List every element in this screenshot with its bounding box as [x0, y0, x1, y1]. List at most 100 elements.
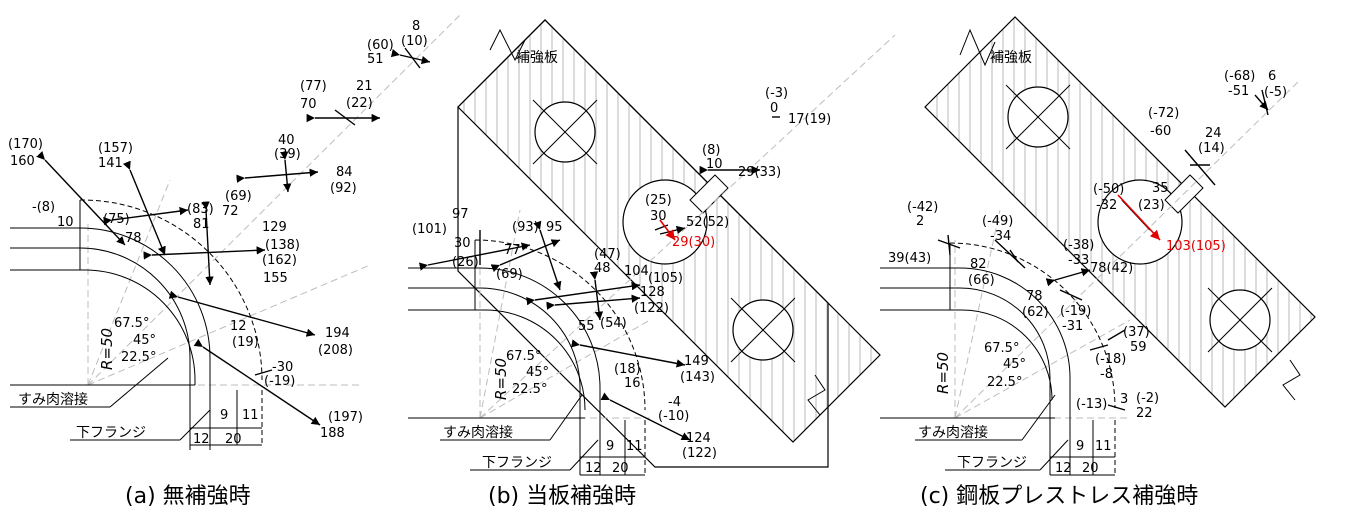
a-label-36: 188	[320, 426, 345, 441]
c-label-23: 78(42)	[1090, 261, 1133, 276]
dim-9: 9	[220, 408, 228, 423]
b-label-1: (-3)	[765, 86, 788, 101]
b-label-3: 17(19)	[788, 112, 831, 127]
c-label-1: (-68)	[1224, 69, 1255, 84]
angle-22-label: 22.5°	[121, 350, 156, 365]
a-label-28: 155	[263, 271, 288, 286]
c-label-21: (-38)	[1063, 238, 1094, 253]
b-label-31: -4	[668, 395, 681, 410]
b-label-4: (8)	[702, 143, 720, 158]
b-label-34: (122)	[682, 446, 717, 461]
b-label-33: 124	[686, 431, 711, 446]
c-label-13: 103(105)	[1166, 239, 1226, 254]
radial-guides-c	[954, 79, 1301, 419]
c-dim-11: 11	[1095, 439, 1112, 454]
a-label-12: (92)	[330, 181, 357, 196]
c-label-27: -31	[1062, 319, 1083, 334]
a-label-17: (69)	[225, 189, 252, 204]
c-label-2: 6	[1268, 69, 1276, 84]
b-label-15: (69)	[496, 267, 523, 282]
dim-12: 12	[193, 432, 210, 447]
b-dim-9: 9	[606, 439, 614, 454]
a-label-14: 160	[10, 154, 35, 169]
b-label-26: (54)	[600, 316, 627, 331]
c-angle-67-label: 67.5°	[984, 341, 1019, 356]
c-dim-12: 12	[1055, 461, 1072, 476]
b-label-30: (143)	[680, 370, 715, 385]
plate-label-b: 補強板	[516, 50, 558, 66]
c-angle-45-label: 45°	[1003, 357, 1026, 372]
stress-arrows	[36, 47, 431, 426]
caption-a: (a) 無補強時	[125, 484, 251, 509]
a-label-20: 81	[193, 217, 210, 232]
b-label-19: (47)	[594, 247, 621, 262]
b-radius-label: R=50	[492, 358, 510, 400]
b-label-24: (122)	[634, 301, 669, 316]
b-label-23: 128	[640, 285, 665, 300]
angle-45-label: 45°	[133, 333, 156, 348]
b-label-6: 29(33)	[738, 165, 781, 180]
a-label-6: 21	[356, 79, 373, 94]
a-label-8: (22)	[346, 96, 373, 111]
radius-label: R=50	[98, 328, 116, 370]
c-label-16: 39(43)	[888, 251, 931, 266]
b-label-28: 16	[624, 376, 641, 391]
b-label-29: 149	[684, 354, 709, 369]
c-label-29: 59	[1130, 340, 1147, 355]
c-label-14: (-42)	[907, 200, 938, 215]
b-label-22: (105)	[648, 271, 683, 286]
b-label-5: 10	[706, 157, 723, 172]
fillet-weld-label: すみ肉溶接	[18, 391, 88, 408]
caption-c: (c) 鋼板プレストレス補強時	[920, 484, 1198, 509]
a-label-21: -(8)	[32, 200, 55, 215]
c-dim-20: 20	[1082, 461, 1099, 476]
b-dim-20: 20	[612, 461, 629, 476]
a-label-18: 72	[222, 204, 239, 219]
a-label-25: 129	[262, 220, 287, 235]
a-label-32: (208)	[318, 343, 353, 358]
a-label-9: 40	[278, 133, 295, 148]
b-label-8: 30	[650, 209, 667, 224]
panel-a: 12 9 11 20 すみ肉溶接 下フランジ R=50 67.5° 45° 22…	[8, 14, 461, 509]
panel-b: 12 9 11 20 すみ肉溶接 下フランジ R=50 67.5° 45° 22…	[408, 19, 896, 509]
c-label-10: 35	[1152, 181, 1169, 196]
c-label-18: -34	[990, 229, 1011, 244]
a-label-1: (60)	[367, 38, 394, 53]
a-label-10: (39)	[274, 147, 301, 162]
a-label-27: (162)	[262, 253, 297, 268]
stress-arrows-c	[937, 89, 1269, 411]
a-label-22: 10	[57, 215, 74, 230]
prestress-plate	[924, 16, 1316, 408]
a-label-23: (75)	[103, 212, 130, 227]
a-label-3: 51	[367, 52, 384, 67]
c-label-6: -60	[1150, 124, 1171, 139]
a-label-2: 8	[412, 19, 420, 34]
caption-b: (b) 当板補強時	[488, 484, 636, 509]
b-label-9: 52(52)	[686, 215, 729, 230]
b-label-27: (18)	[614, 362, 641, 377]
c-radius-label: R=50	[934, 352, 952, 394]
c-label-3: -51	[1228, 84, 1249, 99]
c-label-19: 82	[970, 257, 987, 272]
c-label-17: (-49)	[982, 214, 1013, 229]
a-label-34: (-19)	[264, 374, 295, 389]
b-angle-22-label: 22.5°	[512, 382, 547, 397]
b-fillet-weld-label: すみ肉溶接	[443, 424, 513, 441]
b-label-11: 97	[452, 207, 469, 222]
a-label-24: 78	[125, 231, 142, 246]
a-label-4: (10)	[401, 34, 428, 49]
b-dim-12: 12	[585, 461, 602, 476]
c-label-7: 24	[1205, 126, 1222, 141]
c-label-9: (-50)	[1093, 182, 1124, 197]
c-label-4: (-5)	[1264, 85, 1287, 100]
a-label-35: (197)	[328, 410, 363, 425]
dim-11: 11	[242, 408, 259, 423]
b-label-18: 77	[504, 243, 521, 258]
stress-arrows-b	[418, 116, 780, 441]
b-label-12: (101)	[412, 222, 447, 237]
c-label-32: (-13)	[1076, 397, 1107, 412]
b-lower-flange-label: 下フランジ	[482, 455, 552, 471]
b-label-20: 48	[594, 261, 611, 276]
a-label-5: (77)	[300, 79, 327, 94]
c-lower-flange-label: 下フランジ	[957, 455, 1027, 471]
